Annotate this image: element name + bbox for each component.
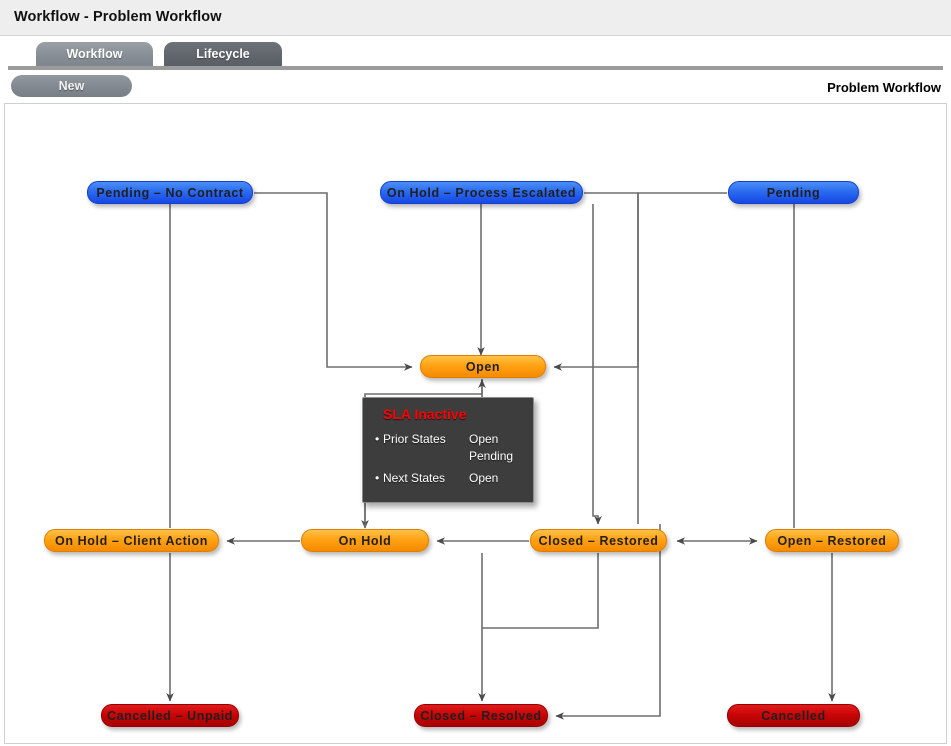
- sla-next-state-1: Open: [469, 471, 499, 485]
- tab-lifecycle[interactable]: Lifecycle: [164, 42, 282, 68]
- workflow-connectors: [166, 192, 836, 720]
- node-closed-restored[interactable]: Closed – Restored: [530, 529, 667, 552]
- edge-right-trunk-to-closed-resolved: [555, 524, 661, 720]
- sla-tooltip-next-states-label: Next States: [383, 471, 446, 485]
- node-on-hold-client-action[interactable]: On Hold – Client Action: [44, 529, 219, 552]
- tab-strip: Workflow Lifecycle: [0, 36, 951, 68]
- sla-prior-state-1: Open: [469, 432, 499, 446]
- edge-pending-no-contract-to-open: [254, 192, 413, 371]
- node-cancelled-unpaid[interactable]: Cancelled – Unpaid: [101, 704, 239, 727]
- sla-tooltip: SLA Inactive • Prior States Open Pending…: [362, 397, 534, 503]
- bullet-icon: •: [375, 432, 380, 446]
- sla-tooltip-prior-states-label: Prior States: [383, 432, 446, 446]
- workflow-canvas[interactable]: Pending – No Contract On Hold – Process …: [4, 103, 947, 744]
- window-title-bar: Workflow - Problem Workflow: [0, 0, 951, 36]
- sla-tooltip-title: SLA Inactive: [383, 406, 467, 422]
- edge-process-escalated-right-branch: [584, 192, 639, 524]
- edge-pending-to-open: [553, 193, 639, 371]
- sla-tooltip-prior-states-values: Open Pending: [469, 431, 523, 465]
- sla-tooltip-next-states-row: • Next States Open: [375, 470, 523, 487]
- toolbar: New Problem Workflow: [0, 70, 951, 103]
- new-button[interactable]: New: [11, 75, 132, 97]
- node-pending-no-contract[interactable]: Pending – No Contract: [87, 181, 253, 204]
- edge-process-escalated-to-closed-restored: [592, 204, 602, 525]
- node-open[interactable]: Open: [420, 355, 546, 378]
- sla-prior-state-2: Pending: [469, 449, 514, 463]
- node-pending[interactable]: Pending: [728, 181, 859, 204]
- sla-tooltip-prior-states-row: • Prior States Open Pending: [375, 431, 523, 465]
- node-open-restored[interactable]: Open – Restored: [765, 529, 899, 552]
- tab-strip-divider: [8, 66, 943, 70]
- node-on-hold[interactable]: On Hold: [301, 529, 429, 552]
- node-cancelled[interactable]: Cancelled: [727, 704, 860, 727]
- edge-closed-restored-down-left: [482, 553, 599, 629]
- window-title: Workflow - Problem Workflow: [14, 9, 222, 25]
- bullet-icon: •: [375, 471, 380, 485]
- node-closed-resolved[interactable]: Closed – Resolved: [414, 704, 548, 727]
- page-title: Problem Workflow: [827, 80, 941, 95]
- sla-tooltip-next-states-values: Open: [469, 470, 523, 487]
- tab-workflow[interactable]: Workflow: [36, 42, 153, 68]
- node-on-hold-process-escalated[interactable]: On Hold – Process Escalated: [380, 181, 583, 204]
